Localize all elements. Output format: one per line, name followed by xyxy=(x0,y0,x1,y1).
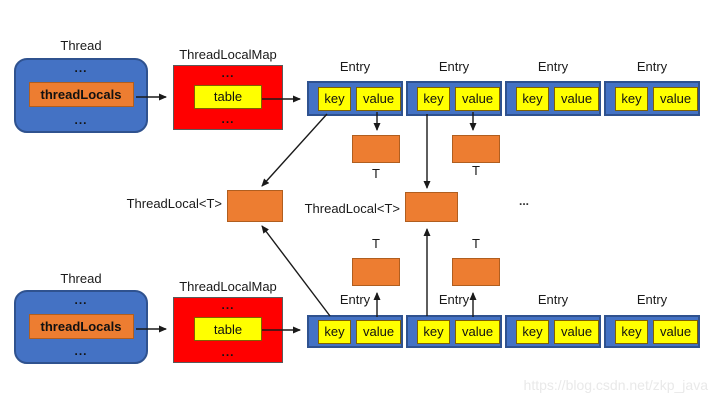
threadlocal-object-mid xyxy=(405,192,458,222)
ellipsis: ... xyxy=(74,61,88,75)
entry-label: Entry xyxy=(339,59,371,74)
entry-label: Entry xyxy=(636,59,668,74)
key-cell: key xyxy=(615,319,649,344)
t-object-3 xyxy=(352,258,400,286)
ellipsis: ... xyxy=(74,344,88,358)
value-cell: value xyxy=(554,86,599,111)
thread-title-bottom: Thread xyxy=(60,271,102,286)
key-cell: key xyxy=(417,319,451,344)
value-cell: value xyxy=(653,86,698,111)
table-field-bottom: table xyxy=(194,317,262,341)
value-cell: value xyxy=(356,319,401,344)
entry-label: Entry xyxy=(339,292,371,307)
ellipsis: ... xyxy=(221,112,235,126)
key-cell: key xyxy=(516,86,550,111)
entry-top-1: key value xyxy=(307,81,403,116)
more-threadlocals-ellipsis: ... xyxy=(518,194,529,208)
value-cell: value xyxy=(455,319,500,344)
t-label: T xyxy=(372,236,380,251)
t-object-1 xyxy=(352,135,400,163)
watermark: https://blog.csdn.net/zkp_java xyxy=(523,377,708,393)
threadlocal-label-left: ThreadLocal<T> xyxy=(126,196,222,211)
key-cell: key xyxy=(516,319,550,344)
threadlocal-object-left xyxy=(227,190,283,222)
map-box-top: ... table ... xyxy=(173,65,283,130)
map-title-top: ThreadLocalMap xyxy=(179,47,277,62)
value-cell: value xyxy=(653,319,698,344)
thread-title-top: Thread xyxy=(60,38,102,53)
key-cell: key xyxy=(318,86,352,111)
entry-label: Entry xyxy=(636,292,668,307)
ellipsis: ... xyxy=(221,66,235,80)
threadlocals-field-bottom: threadLocals xyxy=(28,313,134,339)
entry-label: Entry xyxy=(537,59,569,74)
thread-box-top: ... threadLocals ... xyxy=(14,58,148,133)
entry-top-4: key value xyxy=(604,81,700,116)
entry-label: Entry xyxy=(537,292,569,307)
entry-top-3: key value xyxy=(505,81,601,116)
map-box-bottom: ... table ... xyxy=(173,297,283,363)
t-object-4 xyxy=(452,258,500,286)
ellipsis: ... xyxy=(221,345,235,359)
entry-label: Entry xyxy=(438,59,470,74)
threadlocals-field-top: threadLocals xyxy=(28,82,134,107)
threadlocal-label-mid: ThreadLocal<T> xyxy=(304,201,400,216)
value-cell: value xyxy=(554,319,599,344)
entry-bottom-1: key value xyxy=(307,315,403,348)
entry-label: Entry xyxy=(438,292,470,307)
ellipsis: ... xyxy=(74,113,88,127)
t-label: T xyxy=(472,236,480,251)
entry-bottom-4: key value xyxy=(604,315,700,348)
thread-box-bottom: ... threadLocals ... xyxy=(14,290,148,364)
table-field-top: table xyxy=(194,84,262,109)
t-label: T xyxy=(472,163,480,178)
key-cell: key xyxy=(318,319,352,344)
t-label: T xyxy=(372,166,380,181)
entry-top-2: key value xyxy=(406,81,502,116)
t-object-2 xyxy=(452,135,500,163)
entry-bottom-3: key value xyxy=(505,315,601,348)
value-cell: value xyxy=(356,86,401,111)
value-cell: value xyxy=(455,86,500,111)
entry-bottom-2: key value xyxy=(406,315,502,348)
key-cell: key xyxy=(417,86,451,111)
ellipsis: ... xyxy=(221,298,235,312)
ellipsis: ... xyxy=(74,293,88,307)
key-cell: key xyxy=(615,86,649,111)
map-title-bottom: ThreadLocalMap xyxy=(179,279,277,294)
